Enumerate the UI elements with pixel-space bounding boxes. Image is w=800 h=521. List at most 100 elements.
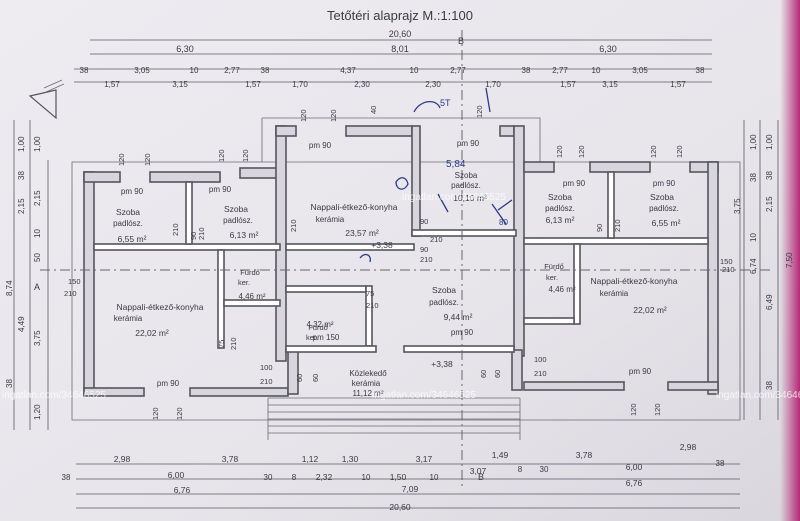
outer-walls: [83, 125, 719, 397]
dimension-label: 38: [17, 171, 26, 180]
dimension-label: 3,17: [416, 454, 433, 464]
dimension-label: 4,49: [17, 316, 26, 332]
handwritten-h80: 80: [499, 218, 508, 227]
dimension-label: 2,32: [316, 472, 333, 482]
dimension-label: 6,74: [749, 258, 758, 274]
room-4-area: 6,13 m²: [546, 215, 575, 225]
dimension-label: 3,75: [733, 198, 742, 214]
dimension-label: pm 90: [563, 179, 586, 188]
dimension-label: 2,15: [17, 198, 26, 214]
top-dim-1-2: 6,30: [599, 44, 617, 54]
inner-walls: [93, 171, 709, 353]
dimension-label: 60: [493, 370, 502, 378]
dimension-label: 7,50: [785, 252, 794, 268]
room-3-area: 10,10 m²: [453, 193, 487, 203]
level-b: +3,38: [431, 359, 453, 369]
room-labels: Szoba padlósz. 6,55 m² Szoba padlósz. 6,…: [113, 171, 680, 398]
handwritten-area: 5,84: [446, 159, 466, 170]
room-5-area: 6,55 m²: [652, 218, 681, 228]
left-dimension-chain: 1,00 1,00 38 2,15 10 2,15 50 8,74 4,49 3…: [5, 79, 65, 430]
watermark-1: ingatlan.com/34646525: [402, 192, 506, 203]
dimension-label: pm 90: [629, 367, 652, 376]
dimension-label: 1,00: [33, 136, 42, 152]
dimension-label: 1,00: [749, 134, 758, 150]
dimension-label: 2,15: [765, 196, 774, 212]
dimension-label: pm 90: [309, 141, 332, 150]
watermarks: ingatlan.com/34646525 ingatlan.com/34646…: [2, 192, 800, 401]
room-7-floor: ker.: [238, 278, 250, 287]
dimension-label: 6,49: [765, 294, 774, 310]
axis-a-label: A: [34, 282, 40, 292]
top-dim-2-3: 2,77: [224, 66, 240, 75]
room-6-floor: kerámia: [114, 314, 143, 323]
dimension-label: 6,76: [626, 478, 643, 488]
room-12-name: Közlekedő: [349, 369, 387, 378]
top-dim-2-2: 10: [190, 66, 199, 75]
room-7-area: 4,46 m²: [238, 292, 265, 301]
room-12-floor: kerámia: [352, 379, 381, 388]
dimension-label: 1,30: [342, 454, 359, 464]
room-11-name: Nappali-étkező-konyha: [591, 276, 678, 286]
top-dim-3-9: 1,57: [670, 80, 686, 89]
dimension-label: 3,75: [33, 330, 42, 346]
dimension-label: 10: [749, 233, 758, 242]
dimension-label: 100: [260, 363, 273, 372]
axis-b-label-top: B: [458, 36, 464, 46]
dimension-label: 150: [68, 277, 81, 286]
room-0-floor: padlósz.: [113, 219, 143, 228]
dimension-label: 60: [479, 370, 488, 378]
top-dim-1-0: 6,30: [176, 44, 194, 54]
dimension-label: 150: [720, 257, 733, 266]
dimension-label: 1,20: [33, 404, 42, 420]
dimension-label: 8: [292, 473, 297, 482]
stairs: [267, 397, 521, 440]
top-dim-3-7: 1,57: [560, 80, 576, 89]
room-7-name: Fürdő: [240, 268, 260, 277]
top-dim-3-0: 1,57: [104, 80, 120, 89]
dimension-label: 20,60: [389, 502, 411, 512]
dimension-label: 120: [577, 145, 586, 158]
drawing-title: Tetőtéri alaprajz M.:1:100: [327, 8, 473, 23]
dimension-label: 10: [362, 473, 371, 482]
room-12-area: 11,12 m²: [353, 389, 384, 398]
room-6-name: Nappali-étkező-konyha: [117, 302, 204, 312]
dimension-label: 7,09: [402, 484, 419, 494]
axis-b-label-bottom: B: [478, 472, 484, 482]
dimension-label: 90: [189, 232, 198, 240]
dimension-label: 38: [62, 473, 71, 482]
dimension-label: 120: [117, 153, 126, 166]
dimension-label: pm 90: [209, 185, 232, 194]
dimension-label: 210: [64, 289, 77, 298]
room-2-floor: kerámia: [316, 215, 345, 224]
dimension-label: 210: [420, 255, 433, 264]
room-4-floor: padlósz.: [545, 204, 575, 213]
top-dim-2-1: 3,05: [134, 66, 150, 75]
dimension-label: 120: [629, 403, 638, 416]
dimension-label: 120: [329, 109, 338, 122]
top-dim-3-2: 1,57: [245, 80, 261, 89]
opening-labels: pm 90 pm 90 pm 90 pm 90 pm 90 pm 90 pm 9…: [64, 105, 735, 420]
room-6-area: 22,02 m²: [135, 328, 169, 338]
dimension-label: 210: [197, 227, 206, 240]
dimension-label: pm 90: [653, 179, 676, 188]
dimension-label: 1,12: [302, 454, 319, 464]
room-5-name: Szoba: [650, 192, 674, 202]
top-total-dim: 20,60: [389, 29, 412, 39]
top-dim-2-8: 38: [522, 66, 531, 75]
dimension-label: 10: [33, 229, 42, 238]
dimension-label: 2,98: [680, 442, 697, 452]
top-dim-2-10: 10: [592, 66, 601, 75]
top-dim-3-6: 1,70: [485, 80, 501, 89]
room-2-area: 23,57 m²: [345, 228, 379, 238]
room-4-name: Szoba: [548, 192, 572, 202]
roof-slope-symbol: [28, 89, 57, 120]
room-1-floor: padlósz.: [223, 216, 253, 225]
dimension-label: 50: [33, 253, 42, 262]
top-dim-2-5: 4,37: [340, 66, 356, 75]
dimension-label: pm 90: [457, 139, 480, 148]
top-dimension-chains: 20,60 6,30 8,01 6,30 38 3,05 10 2,77 38 …: [74, 29, 712, 89]
top-dim-3-5: 2,30: [425, 80, 441, 89]
dimension-label: 120: [653, 403, 662, 416]
room-0-name: Szoba: [116, 207, 140, 217]
